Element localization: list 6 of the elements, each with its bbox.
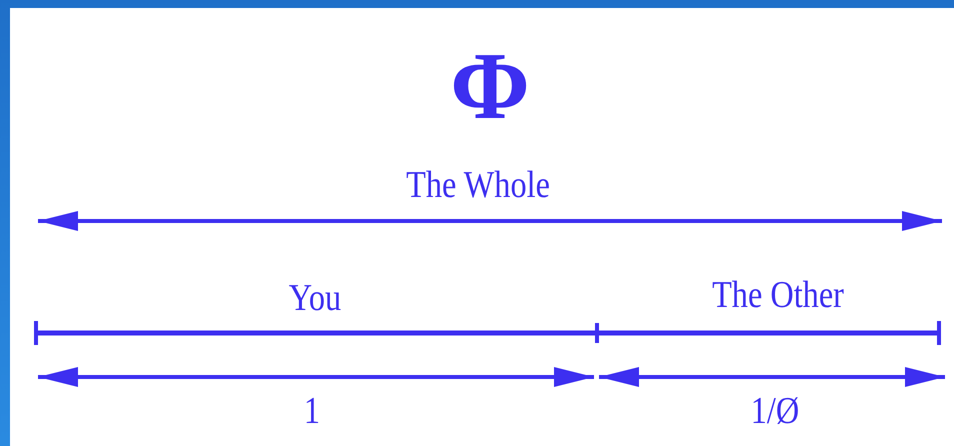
dimension-label: You	[288, 279, 342, 317]
phi-symbol: Φ	[450, 38, 530, 134]
dimension-label: 1/Ø	[750, 392, 800, 430]
dimension-label: The Whole	[406, 166, 550, 204]
dimension-label: 1	[304, 392, 320, 430]
dimension-label: The Other	[712, 276, 844, 314]
